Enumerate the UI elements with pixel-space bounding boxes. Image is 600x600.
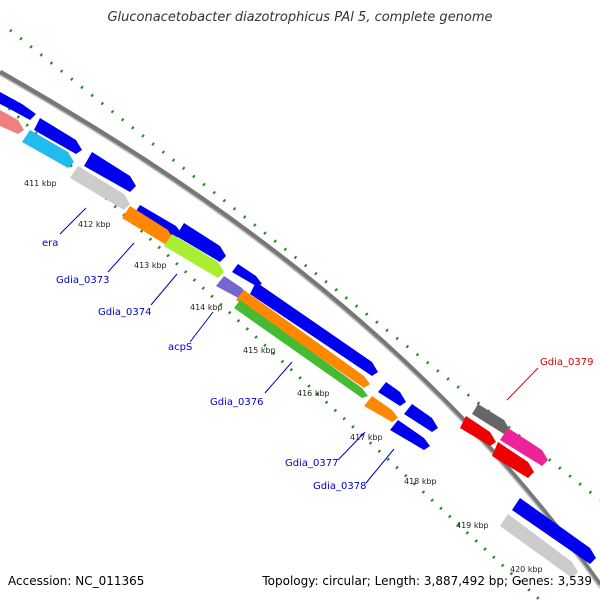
gene-label-era[interactable]: era: [42, 238, 58, 249]
gene-feature: [234, 300, 368, 398]
gene-feature: [22, 130, 74, 168]
gene-feature: [232, 264, 262, 286]
gene-label-acps[interactable]: acpS: [168, 342, 192, 353]
accession-text: Accession: NC_011365: [8, 574, 145, 588]
tick-dots-inner: [0, 98, 542, 600]
genome-backbone: [0, 69, 600, 589]
backbone-line: [0, 69, 600, 587]
kbp-tick-label: 417 kbp: [350, 433, 383, 442]
kbp-tick-label: 412 kbp: [78, 220, 111, 229]
kbp-tick-label: 415 kbp: [243, 346, 276, 355]
gene-feature: [404, 404, 438, 432]
gene-label-gdia-0373[interactable]: Gdia_0373: [56, 275, 109, 286]
gene-feature: [512, 498, 596, 564]
gene-feature: [378, 382, 406, 406]
kbp-tick-label: 411 kbp: [24, 179, 57, 188]
kbp-tick-label: 418 kbp: [404, 477, 437, 486]
gene-features: [0, 92, 596, 578]
kbp-ticks: 411 kbp 412 kbp 413 kbp 414 kbp 415 kbp …: [24, 179, 543, 574]
gene-feature: [250, 282, 378, 376]
gene-feature: [236, 290, 370, 388]
map-title: Gluconacetobacter diazotrophicus PAl 5, …: [107, 10, 493, 25]
gene-feature: [0, 110, 24, 134]
tick-dots: [0, 28, 600, 600]
gene-label-gdia-0377[interactable]: Gdia_0377: [285, 458, 338, 469]
gene-feature: [216, 276, 248, 300]
gene-feature: [500, 428, 548, 466]
kbp-tick-label: 420 kbp: [510, 565, 543, 574]
tick-dots-outer: [9, 28, 600, 502]
gene-feature: [500, 514, 578, 578]
kbp-tick-label: 419 kbp: [456, 521, 489, 530]
gene-feature: [34, 118, 82, 154]
kbp-tick-label: 414 kbp: [190, 303, 223, 312]
gene-feature: [390, 420, 430, 450]
gene-feature: [176, 223, 226, 262]
callout-lines: [59, 207, 539, 484]
gene-label-gdia-0378[interactable]: Gdia_0378: [313, 481, 366, 492]
gene-feature: [84, 152, 136, 192]
kbp-tick-label: 413 kbp: [134, 261, 167, 270]
gene-feature: [492, 442, 534, 478]
gene-label-gdia-0374[interactable]: Gdia_0374: [98, 307, 151, 318]
gene-feature: [0, 92, 36, 120]
gene-feature: [134, 205, 182, 238]
gene-labels: era Gdia_0373 Gdia_0374 acpS Gdia_0376 G…: [42, 238, 593, 492]
gene-feature: [122, 206, 174, 246]
gene-feature: [364, 396, 398, 422]
gene-feature: [164, 234, 224, 278]
gene-label-gdia-0379[interactable]: Gdia_0379: [540, 357, 593, 368]
gene-feature: [460, 416, 496, 446]
backbone-highlight: [0, 74, 600, 589]
gene-feature: [70, 166, 130, 210]
genome-summary-text: Topology: circular; Length: 3,887,492 bp…: [262, 574, 592, 588]
gene-feature: [472, 404, 510, 434]
gene-label-gdia-0376[interactable]: Gdia_0376: [210, 397, 263, 408]
kbp-tick-label: 416 kbp: [297, 389, 330, 398]
